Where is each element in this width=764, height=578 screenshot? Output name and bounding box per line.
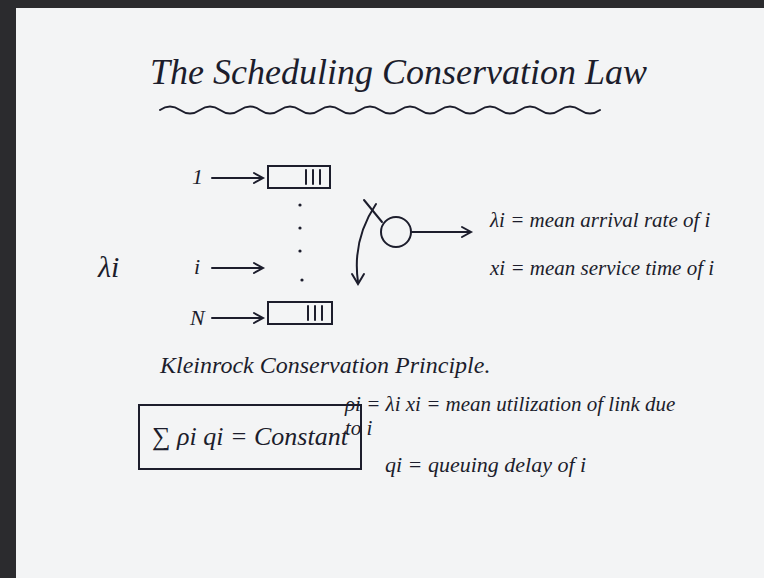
arrival-arrow — [212, 267, 262, 269]
packet — [319, 170, 321, 184]
switch-rotation-arrow — [357, 204, 376, 282]
wavy-underline — [160, 107, 600, 114]
boxed-equation: ∑ ρi qi = Constant — [152, 422, 348, 452]
queue-buffer — [268, 302, 332, 324]
arrow-head — [254, 173, 263, 183]
slide-title: The Scheduling Conservation Law — [150, 52, 647, 93]
queue-index: 1 — [192, 164, 203, 189]
definition-note: ρi = λi xi = mean utilization of link du… — [345, 392, 695, 440]
departure-arrow — [411, 231, 470, 233]
ellipsis-dots — [298, 203, 303, 281]
arrival-rate-symbol: λi — [98, 250, 119, 285]
definition-note: xi = mean service time of i — [490, 256, 720, 280]
queue-buffer — [268, 166, 330, 188]
definition-note: qi = queuing delay of i — [385, 452, 586, 477]
packet — [312, 170, 314, 184]
packet — [307, 306, 309, 320]
packet — [314, 306, 316, 320]
equation-box: ∑ ρi qi = Constant — [138, 404, 362, 470]
arrow-head — [254, 263, 263, 273]
queue-index: N — [190, 305, 205, 330]
packet — [305, 170, 307, 184]
arrival-arrow — [212, 177, 262, 179]
paper-ground — [16, 8, 764, 578]
packet — [321, 306, 323, 320]
principle-heading: Kleinrock Conservation Principle. — [160, 352, 490, 380]
arrival-arrow — [212, 317, 262, 319]
definition-note: λi = mean arrival rate of i — [490, 208, 720, 232]
arrow-head — [462, 227, 471, 237]
server-circle — [381, 217, 411, 247]
arrow-head — [254, 313, 263, 323]
queue-index: i — [194, 254, 200, 279]
arrow-head — [352, 274, 364, 284]
